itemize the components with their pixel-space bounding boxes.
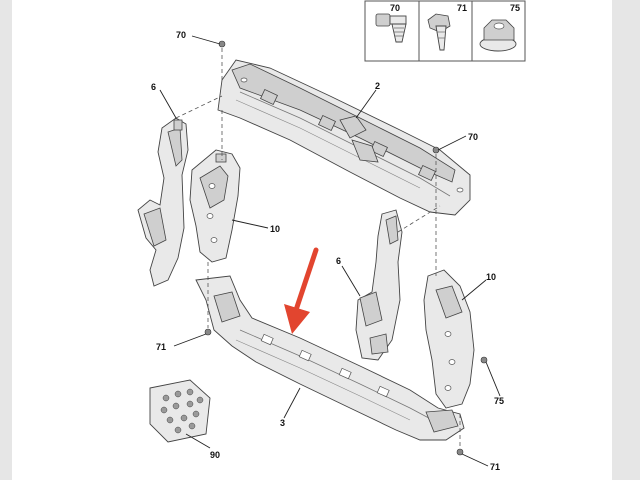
left-upright-part-10 <box>189 149 241 263</box>
hardware-label-71: 71 <box>457 3 467 13</box>
lower-cross-member-part-3 <box>195 275 465 441</box>
callout-75: 75 <box>494 396 504 406</box>
callout-6-right: 6 <box>336 256 341 266</box>
hardware-label-70: 70 <box>390 3 400 13</box>
left-edge-bar <box>0 0 12 480</box>
callout-10-right: 10 <box>486 272 496 282</box>
bolt-70-icon <box>375 13 407 43</box>
callout-71-left: 71 <box>156 342 166 352</box>
nut-75-icon <box>479 19 517 52</box>
right-upright-part-10 <box>423 269 475 409</box>
callout-71-bottom: 71 <box>490 462 500 472</box>
callout-70-top: 70 <box>176 30 186 40</box>
callout-90: 90 <box>210 450 220 460</box>
callout-6-left: 6 <box>151 82 156 92</box>
flange-nut-71-icon <box>427 13 451 51</box>
callout-10-left: 10 <box>270 224 280 234</box>
callout-2: 2 <box>375 81 380 91</box>
callout-70-right: 70 <box>468 132 478 142</box>
left-side-bracket-part-6 <box>137 117 189 287</box>
callout-3: 3 <box>280 418 285 428</box>
clip-kit-part-90 <box>149 379 211 443</box>
right-side-bracket-part-6 <box>355 209 403 361</box>
callout-labels: 70 6 2 70 10 6 10 71 75 3 90 71 <box>151 30 504 472</box>
right-edge-bar <box>612 0 640 480</box>
hardware-box: 70 71 75 <box>364 0 526 62</box>
callout-leader-lines <box>159 35 501 467</box>
fastener-dots <box>204 40 488 456</box>
upper-cross-member-part-2 <box>217 59 471 216</box>
hardware-label-75: 75 <box>510 3 520 13</box>
assembly-dash-lines <box>175 48 461 448</box>
red-direction-arrow <box>284 247 319 334</box>
